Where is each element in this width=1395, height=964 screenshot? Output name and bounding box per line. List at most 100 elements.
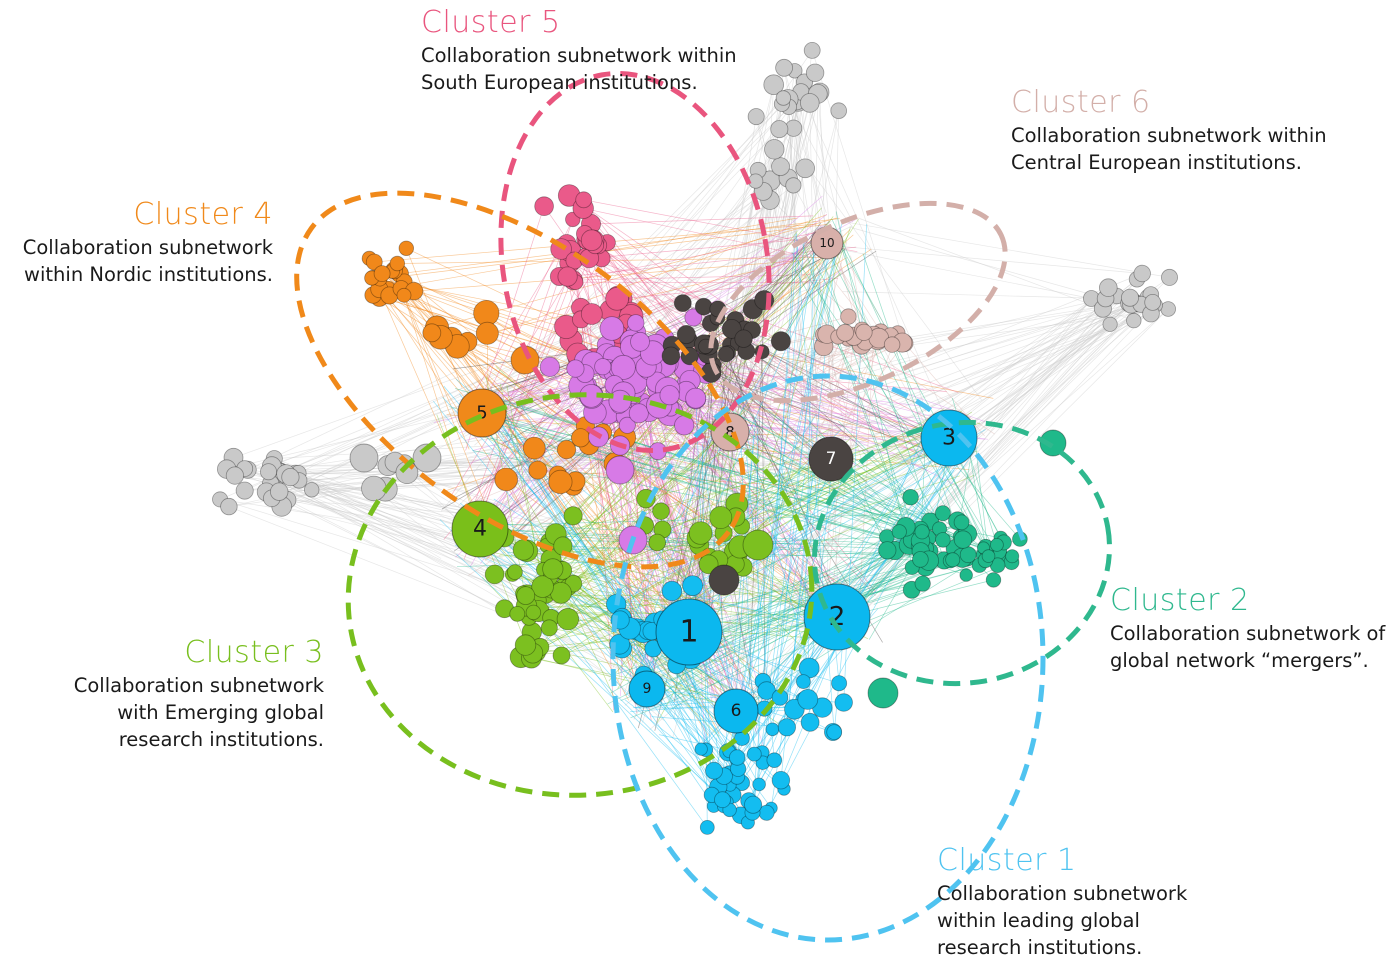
network-node xyxy=(856,324,872,340)
network-node xyxy=(1099,279,1117,297)
network-node xyxy=(753,778,766,791)
network-node xyxy=(558,267,577,286)
network-node xyxy=(485,565,504,584)
network-node xyxy=(270,483,288,501)
network-node xyxy=(1145,294,1161,310)
cluster-3-description: Collaboration subnetwork with Emerging g… xyxy=(74,672,324,753)
network-node xyxy=(397,288,411,302)
network-node xyxy=(1134,265,1151,282)
network-node xyxy=(798,689,818,709)
cluster-1-title: Cluster 1 xyxy=(937,846,1187,876)
network-node xyxy=(683,576,703,596)
network-node xyxy=(772,771,790,789)
network-node xyxy=(903,489,919,505)
network-node xyxy=(800,94,819,113)
cluster-5-description: Collaboration subnetwork within South Eu… xyxy=(421,42,737,96)
network-node xyxy=(540,357,559,376)
network-node xyxy=(776,91,791,106)
network-node xyxy=(576,192,592,208)
cluster-2-title: Cluster 2 xyxy=(1110,586,1385,616)
network-node xyxy=(689,522,712,545)
network-node xyxy=(606,456,634,484)
network-node xyxy=(567,360,584,377)
network-node xyxy=(526,605,541,620)
network-node xyxy=(772,158,790,176)
network-node xyxy=(675,416,694,435)
network-node xyxy=(581,230,602,251)
network-node xyxy=(884,337,900,353)
network-node xyxy=(946,553,960,567)
network-node xyxy=(767,753,782,768)
cluster-6-description: Collaboration subnetwork within Central … xyxy=(1011,122,1327,176)
network-node xyxy=(649,534,666,551)
network-node xyxy=(718,346,734,362)
cluster-1-desc-line: Collaboration subnetwork xyxy=(937,880,1187,907)
cluster-3-title: Cluster 3 xyxy=(74,638,324,668)
network-node xyxy=(600,317,624,341)
network-node xyxy=(1127,313,1142,328)
network-node xyxy=(982,550,995,563)
cluster-3-desc-line: Collaboration subnetwork xyxy=(74,672,324,699)
cluster-3-desc-line: research institutions. xyxy=(74,726,324,753)
hub-node-label: 7 xyxy=(826,449,837,469)
cluster-4-desc-line: within Nordic institutions. xyxy=(23,261,273,288)
network-node xyxy=(226,467,243,484)
network-node xyxy=(771,332,790,351)
network-node xyxy=(766,723,779,736)
network-node xyxy=(729,750,745,766)
cluster-2-description: Collaboration subnetwork of global netwo… xyxy=(1110,620,1385,674)
cluster-2-desc-line: global network “mergers”. xyxy=(1110,647,1385,674)
network-node xyxy=(510,606,525,621)
network-node xyxy=(541,620,557,636)
hub-node-label: 5 xyxy=(476,403,487,424)
network-node xyxy=(986,573,1001,588)
network-node xyxy=(954,531,972,549)
network-node xyxy=(960,569,973,582)
network-node xyxy=(868,678,898,708)
hub-node-label: 6 xyxy=(731,701,742,721)
cluster-6-desc-line: Central European institutions. xyxy=(1011,149,1327,176)
network-node xyxy=(557,608,579,630)
cluster-4-annotation: Cluster 4 Collaboration subnetwork withi… xyxy=(23,200,273,288)
network-node xyxy=(710,506,732,528)
network-node xyxy=(796,159,815,178)
hub-node-label: 4 xyxy=(473,517,487,542)
network-edge xyxy=(727,277,1170,715)
network-node xyxy=(260,464,276,480)
network-node xyxy=(735,330,753,348)
network-node xyxy=(913,552,929,568)
network-node xyxy=(748,109,764,125)
network-node xyxy=(835,694,853,712)
network-node xyxy=(362,476,387,501)
cluster-2-annotation: Cluster 2 Collaboration subnetwork of gl… xyxy=(1110,586,1385,674)
cluster-5-annotation: Cluster 5 Collaboration subnetwork withi… xyxy=(421,8,737,96)
hub-node-2: 2 xyxy=(804,584,870,650)
network-node xyxy=(660,386,679,405)
network-node xyxy=(495,468,518,491)
network-node xyxy=(954,515,969,530)
network-node xyxy=(581,304,602,325)
network-node xyxy=(831,103,847,119)
network-node xyxy=(765,140,785,160)
network-node xyxy=(915,525,929,539)
cluster-5-desc-line: Collaboration subnetwork within xyxy=(421,42,737,69)
network-node xyxy=(662,347,680,365)
network-node xyxy=(543,559,563,579)
network-node xyxy=(507,565,522,580)
cluster-1-desc-line: within leading global xyxy=(937,907,1187,934)
network-node xyxy=(879,542,896,559)
network-node xyxy=(653,503,670,520)
network-node xyxy=(677,325,695,343)
network-node xyxy=(513,540,534,561)
network-node xyxy=(786,178,801,193)
network-node xyxy=(523,437,545,459)
network-node xyxy=(990,538,1003,551)
hub-node-3: 3 xyxy=(921,410,977,466)
network-node xyxy=(674,295,691,312)
network-node xyxy=(695,298,712,315)
network-node xyxy=(236,482,253,499)
network-node xyxy=(892,525,906,539)
network-node xyxy=(715,792,731,808)
network-node xyxy=(571,429,589,447)
